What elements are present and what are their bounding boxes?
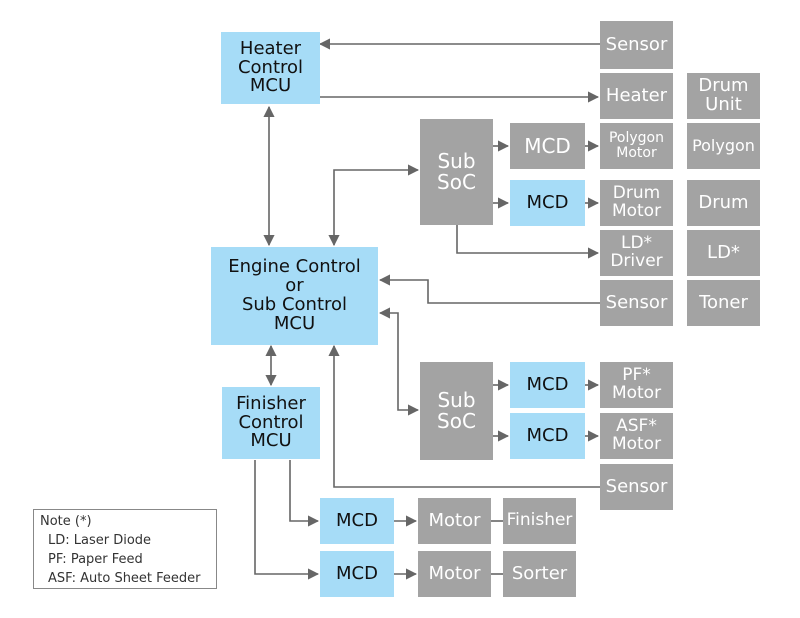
mcd-2: MCD — [510, 180, 585, 226]
mcd-4: MCD — [510, 413, 585, 459]
sensor-heater: Sensor — [600, 21, 673, 69]
motor-finisher: Motor — [418, 498, 491, 544]
wire-engine-subsoc2 — [378, 307, 420, 416]
motor-sorter: Motor — [418, 551, 491, 597]
sub-soc-2: Sub SoC — [420, 362, 493, 460]
drum-unit: Drum Unit — [687, 73, 760, 119]
asf-motor: ASF* Motor — [600, 413, 673, 459]
sensor-engine: Sensor — [600, 464, 673, 510]
note-line-asf: ASF: Auto Sheet Feeder — [48, 571, 201, 586]
wire-subsoc1-ld-driver — [456, 225, 600, 259]
sorter: Sorter — [503, 551, 576, 597]
sub-soc-1: Sub SoC — [420, 119, 493, 225]
note-title: Note (*) — [40, 514, 92, 529]
heater: Heater — [600, 73, 673, 119]
wire-sensor2-engine — [378, 274, 600, 304]
pf-motor: PF* Motor — [600, 362, 673, 408]
wire-sensor3-engine — [328, 344, 600, 488]
mcd-6: MCD — [320, 551, 394, 597]
toner: Toner — [687, 280, 760, 326]
heater-control-mcu: Heater Control MCU — [221, 32, 320, 104]
wire-finisher-mcd6 — [254, 460, 320, 580]
drum: Drum — [687, 180, 760, 226]
note-legend: Note (*) LD: Laser Diode PF: Paper Feed … — [33, 509, 217, 589]
note-line-ld: LD: Laser Diode — [48, 533, 152, 548]
ld: LD* — [687, 230, 760, 276]
finisher-control-mcu: Finisher Control MCU — [222, 387, 320, 459]
mcd-1: MCD — [510, 123, 585, 169]
note-line-pf: PF: Paper Feed — [48, 552, 143, 567]
wire-finisher-mcd5 — [289, 460, 320, 527]
sensor-toner: Sensor — [600, 280, 673, 326]
polygon: Polygon — [687, 123, 760, 169]
ld-driver: LD* Driver — [600, 230, 673, 276]
polygon-motor: Polygon Motor — [600, 123, 673, 169]
wire-engine-subsoc1 — [328, 164, 420, 247]
finisher: Finisher — [503, 498, 576, 544]
mcd-5: MCD — [320, 498, 394, 544]
drum-motor: Drum Motor — [600, 180, 673, 226]
engine-control-mcu: Engine Control or Sub Control MCU — [211, 247, 378, 345]
mcd-3: MCD — [510, 362, 585, 408]
